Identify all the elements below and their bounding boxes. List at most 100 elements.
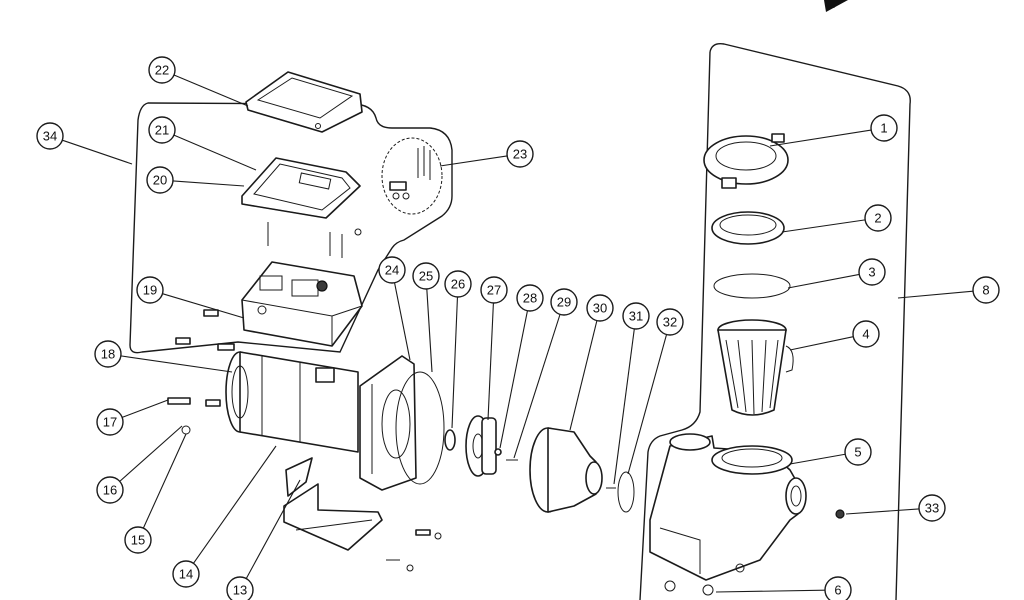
part-3-lid-o-ring <box>713 273 791 299</box>
callout-number-13: 13 <box>233 583 247 598</box>
callout-number-8: 8 <box>982 283 989 298</box>
callout-number-23: 23 <box>513 147 527 162</box>
foot-hardware <box>386 529 442 572</box>
callout-circle-31 <box>622 302 650 330</box>
leader-line-13 <box>245 479 301 579</box>
drive-screws <box>267 222 362 258</box>
callout-number-33: 33 <box>925 501 939 516</box>
part-25-o-ring <box>395 371 445 485</box>
part-1-lid-ring <box>703 133 789 189</box>
group-outline-8 <box>709 42 911 600</box>
part-33-plug <box>835 509 845 519</box>
part-23-hardware-kit <box>381 137 443 215</box>
leader-line-4 <box>789 336 854 351</box>
callout-number-6: 6 <box>834 583 841 598</box>
callout-2: 2 <box>864 204 892 232</box>
callout-circle-4 <box>852 320 880 348</box>
leader-line-25 <box>426 288 433 373</box>
callout-number-5: 5 <box>854 445 861 460</box>
leader-line-33 <box>845 508 920 515</box>
part-19-drive-housing <box>241 261 363 347</box>
callout-circle-25 <box>412 262 440 290</box>
callout-number-18: 18 <box>101 347 115 362</box>
leader-line-18 <box>120 355 233 373</box>
callout-number-25: 25 <box>419 269 433 284</box>
callout-circle-16 <box>96 476 124 504</box>
leader-line-27 <box>487 302 494 421</box>
callout-28: 28 <box>516 284 544 312</box>
callout-circle-18 <box>94 340 122 368</box>
callout-number-26: 26 <box>451 277 465 292</box>
callout-3: 3 <box>858 258 886 286</box>
part-4-strainer-basket <box>717 319 794 416</box>
callout-circle-20 <box>146 166 174 194</box>
leader-line-34 <box>62 139 133 165</box>
callout-number-20: 20 <box>153 173 167 188</box>
callout-23: 23 <box>506 140 534 168</box>
callout-circle-33 <box>918 494 946 522</box>
callout-33: 33 <box>918 494 946 522</box>
callout-circle-13 <box>226 576 254 600</box>
motor-bolts <box>167 309 235 435</box>
callout-circle-8 <box>972 276 1000 304</box>
leader-line-1 <box>769 129 872 147</box>
callout-number-29: 29 <box>557 295 571 310</box>
callout-24: 24 <box>378 256 406 284</box>
part-6-drain-plugs <box>664 580 714 596</box>
callout-27: 27 <box>480 276 508 304</box>
callout-19: 19 <box>136 276 164 304</box>
callout-32: 32 <box>656 308 684 336</box>
part-5-pump-housing <box>649 433 807 581</box>
leader-line-22 <box>173 74 249 107</box>
callout-29: 29 <box>550 288 578 316</box>
part-32-diffuser-o-ring <box>617 471 635 513</box>
callout-circle-3 <box>858 258 886 286</box>
callout-14: 14 <box>172 560 200 588</box>
callout-circle-19 <box>136 276 164 304</box>
callout-1: 1 <box>870 114 898 142</box>
callout-number-22: 22 <box>155 63 169 78</box>
callout-number-24: 24 <box>385 263 399 278</box>
callout-number-28: 28 <box>523 291 537 306</box>
callout-18: 18 <box>94 340 122 368</box>
callout-circle-30 <box>586 294 614 322</box>
leader-line-17 <box>121 399 169 418</box>
callout-number-17: 17 <box>103 415 117 430</box>
leader-line-14 <box>193 445 277 564</box>
callout-31: 31 <box>622 302 650 330</box>
callout-circle-29 <box>550 288 578 316</box>
callout-circle-6 <box>824 576 852 600</box>
part-28-29-screw <box>494 448 518 461</box>
leader-line-29 <box>513 314 561 459</box>
leader-line-20 <box>172 180 245 187</box>
callout-13: 13 <box>226 576 254 600</box>
callout-number-27: 27 <box>487 283 501 298</box>
callout-15: 15 <box>124 526 152 554</box>
leader-line-26 <box>451 296 459 429</box>
group-outline-34 <box>129 102 453 354</box>
callout-22: 22 <box>148 56 176 84</box>
callout-circle-23 <box>506 140 534 168</box>
callout-20: 20 <box>146 166 174 194</box>
part-18-motor <box>225 351 359 453</box>
part-20-21-drive-cover <box>241 157 361 219</box>
leader-line-8 <box>897 290 974 299</box>
callout-6: 6 <box>824 576 852 600</box>
callout-circle-17 <box>96 408 124 436</box>
leader-line-3 <box>787 273 860 289</box>
callout-number-2: 2 <box>874 211 881 226</box>
leader-line-24 <box>394 282 411 361</box>
leader-line-23 <box>439 155 508 167</box>
callout-number-15: 15 <box>131 533 145 548</box>
callout-circle-15 <box>124 526 152 554</box>
part-30-diffuser <box>529 427 603 513</box>
callout-21: 21 <box>148 116 176 144</box>
callout-circle-2 <box>864 204 892 232</box>
leader-line-15 <box>142 433 187 529</box>
callout-number-16: 16 <box>103 483 117 498</box>
leader-line-19 <box>162 293 245 319</box>
leader-line-16 <box>119 425 183 482</box>
